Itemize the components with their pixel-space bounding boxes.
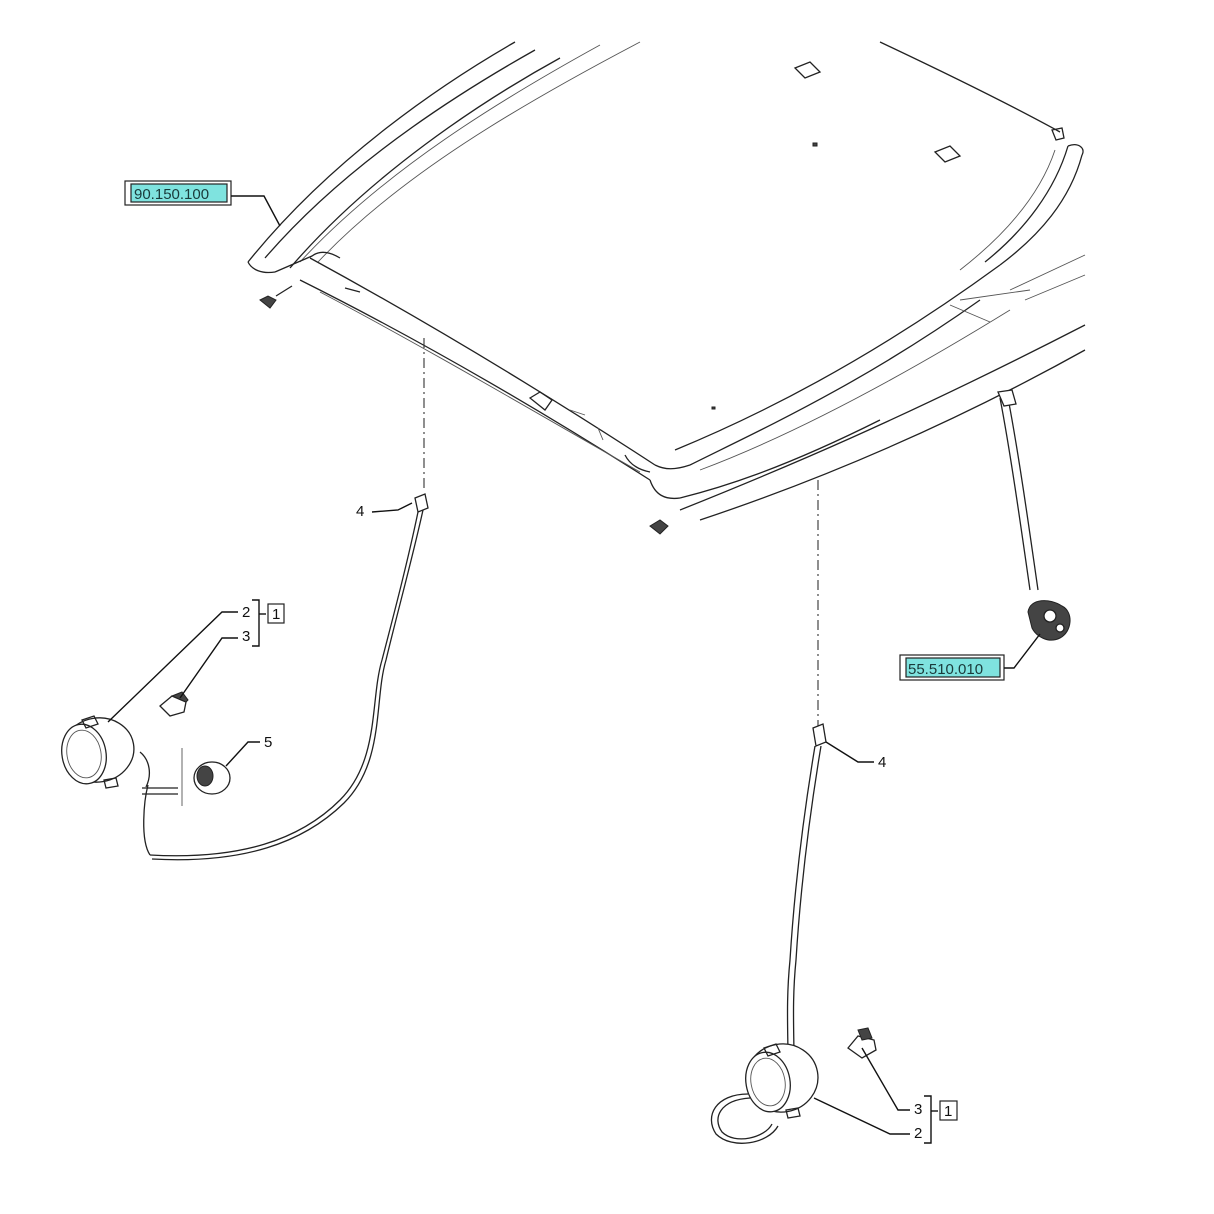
cab-roof bbox=[247, 41, 1086, 535]
left-lamp-group-box bbox=[267, 603, 285, 624]
right-switch-cable bbox=[997, 389, 1071, 641]
left-lamp-group-callout: 1 bbox=[272, 606, 280, 623]
left-connector-callout: 4 bbox=[356, 503, 364, 520]
switch-reference-tag[interactable]: 55.510.010 bbox=[899, 654, 1005, 681]
right-work-lamp bbox=[710, 1043, 819, 1144]
right-connector-callout: 4 bbox=[878, 754, 886, 771]
right-lamp-group-box bbox=[939, 1100, 958, 1121]
right-lamp-callout-top: 3 bbox=[914, 1101, 922, 1118]
grommet bbox=[193, 761, 231, 795]
right-lamp-callout-bottom: 2 bbox=[914, 1125, 922, 1142]
right-connector bbox=[786, 723, 827, 1061]
roof-reference-leader bbox=[231, 195, 281, 227]
left-lamp-callout-top: 2 bbox=[242, 604, 250, 621]
left-lamp-switch bbox=[159, 691, 189, 717]
roof-reference-label: 90.150.100 bbox=[134, 186, 209, 203]
left-lamp-callout-bottom: 3 bbox=[242, 628, 250, 645]
left-connector bbox=[149, 493, 429, 861]
switch-reference-label: 55.510.010 bbox=[908, 661, 983, 678]
grommet-callout: 5 bbox=[264, 734, 272, 751]
right-lamp-switch bbox=[847, 1027, 877, 1059]
roof-reference-tag[interactable]: 90.150.100 bbox=[124, 180, 232, 206]
right-lamp-group-callout: 1 bbox=[944, 1103, 952, 1120]
left-work-lamp bbox=[61, 715, 183, 856]
switch-reference-leader bbox=[1004, 633, 1041, 669]
